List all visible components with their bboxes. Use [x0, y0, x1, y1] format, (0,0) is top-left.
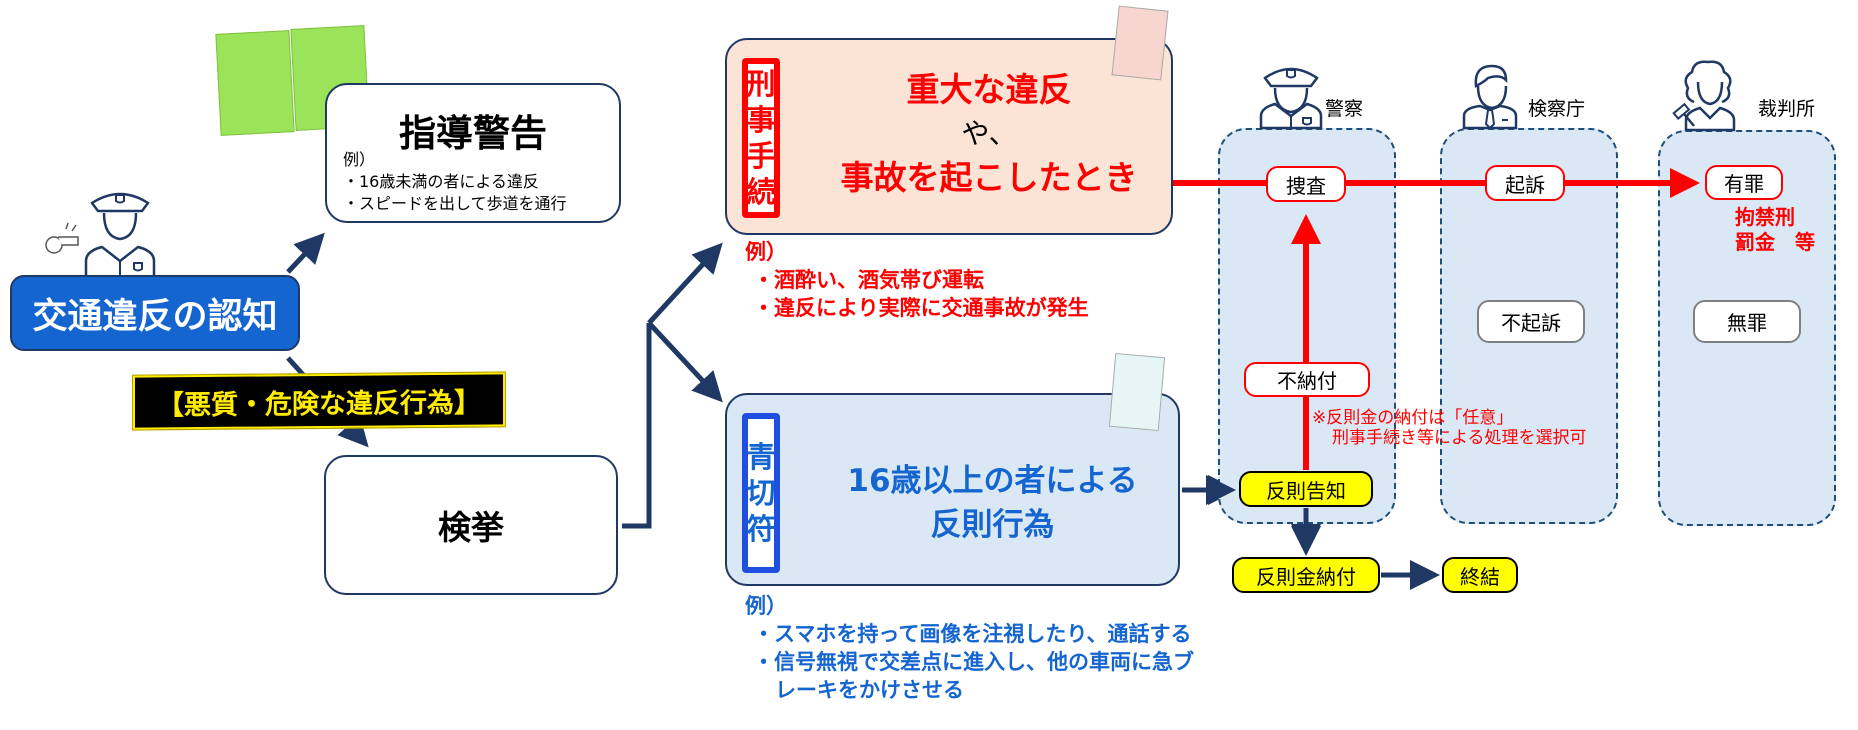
tag-char: 続 — [746, 175, 776, 209]
violation-recognition-box: 交通違反の認知 — [10, 275, 300, 351]
criminal-line3: 事故を起こしたとき — [840, 158, 1138, 197]
non-indictment-step: 不起訴 — [1477, 300, 1585, 343]
example-label: 例） — [745, 594, 787, 618]
note-line1: ※反則金の納付は「任意」 — [1312, 408, 1514, 428]
example-item: ・スピードを出して歩道を通行 — [343, 194, 567, 213]
court-label: 裁判所 — [1758, 98, 1816, 120]
warning-leaflet-image — [215, 30, 295, 136]
investigation-step: 捜査 — [1266, 166, 1346, 202]
guidance-warning-title: 指導警告 — [399, 112, 547, 155]
example-label: 例） — [343, 150, 376, 169]
arrow-to-blue-ticket — [647, 321, 723, 403]
violation-recognition-label: 交通違反の認知 — [32, 296, 278, 337]
example-item: ・スマホを持って画像を注視したり、通話する — [753, 622, 1192, 646]
criminal-examples: 例） ・酒酔い、酒気帯び運転 ・違反により実際に交通事故が発生 — [745, 238, 1089, 322]
non-payment-step: 不納付 — [1244, 362, 1370, 397]
blue-ticket-tag: 青 切 符 — [742, 413, 780, 573]
guidance-warning-box: 指導警告 例） ・16歳未満の者による違反 ・スピードを出して歩道を通行 — [325, 83, 621, 223]
blue-ticket-line1: 16歳以上の者による — [847, 463, 1138, 499]
blue-ticket-document-image — [1108, 352, 1166, 432]
fine-payment-step: 反則金納付 — [1232, 557, 1380, 593]
prosecutor-label: 検察庁 — [1528, 98, 1586, 120]
criminal-procedure-box: 刑 事 手 続 重大な違反 や、 事故を起こしたとき — [725, 38, 1173, 235]
tag-char: 事 — [746, 103, 776, 137]
guidance-warning-examples: 例） ・16歳未満の者による違反 ・スピードを出して歩道を通行 — [343, 149, 567, 215]
example-item: ・酒酔い、酒気帯び運転 — [753, 268, 984, 292]
blue-ticket-examples: 例） ・スマホを持って画像を注視したり、通話する ・信号無視で交差点に進入し、他… — [745, 592, 1194, 704]
violation-notice-step: 反則告知 — [1239, 471, 1373, 507]
banner-label: 【悪質・危険な違反行為】 — [157, 387, 481, 421]
penalty-line2: 罰金 等 — [1735, 230, 1815, 254]
example-item: ・信号無視で交差点に進入し、他の車両に急ブ — [753, 650, 1194, 674]
whistle-icon — [45, 222, 79, 254]
arrow-to-warning — [286, 232, 325, 274]
police-officer-icon — [1259, 67, 1323, 130]
guilty-step: 有罪 — [1705, 165, 1783, 200]
tag-char: 刑 — [746, 67, 776, 101]
arrow-to-criminal — [647, 242, 723, 325]
malicious-violation-banner: 【悪質・危険な違反行為】 — [133, 372, 505, 430]
tag-char: 青 — [746, 440, 776, 474]
police-label: 警察 — [1325, 98, 1364, 120]
blue-ticket-box: 青 切 符 16歳以上の者による 反則行為 — [725, 393, 1180, 586]
note-line2: 刑事手続き等による処理を選択可 — [1332, 428, 1587, 448]
judge-icon — [1672, 60, 1736, 132]
tag-char: 符 — [746, 512, 776, 546]
traffic-officer-icon — [45, 192, 156, 279]
arrest-branch-line — [622, 323, 652, 529]
arrest-box: 検挙 — [324, 455, 618, 595]
prosecutor-icon — [1462, 64, 1518, 130]
example-item: レーキをかけさせる — [775, 678, 964, 702]
blue-ticket-description: 16歳以上の者による 反則行為 — [807, 459, 1178, 547]
criminal-document-image — [1111, 5, 1169, 81]
example-label: 例） — [745, 240, 787, 264]
penalty-text: 拘禁刑 罰金 等 — [1735, 205, 1815, 255]
tag-char: 切 — [746, 476, 776, 510]
tag-char: 手 — [746, 139, 776, 173]
indictment-step: 起訴 — [1485, 165, 1565, 201]
payment-note: ※反則金の納付は「任意」 刑事手続き等による処理を選択可 — [1312, 408, 1587, 448]
criminal-line1: 重大な違反 — [906, 70, 1072, 109]
example-item: ・違反により実際に交通事故が発生 — [753, 296, 1089, 320]
criminal-line2: や、 — [961, 117, 1017, 150]
not-guilty-step: 無罪 — [1693, 300, 1801, 343]
penalty-line1: 拘禁刑 — [1735, 205, 1795, 229]
criminal-procedure-description: 重大な違反 や、 事故を起こしたとき — [807, 68, 1171, 200]
conclusion-step: 終結 — [1442, 557, 1518, 593]
criminal-procedure-tag: 刑 事 手 続 — [742, 58, 780, 218]
example-item: ・16歳未満の者による違反 — [343, 172, 539, 191]
arrest-label: 検挙 — [438, 508, 504, 547]
blue-ticket-line2: 反則行為 — [930, 507, 1055, 543]
